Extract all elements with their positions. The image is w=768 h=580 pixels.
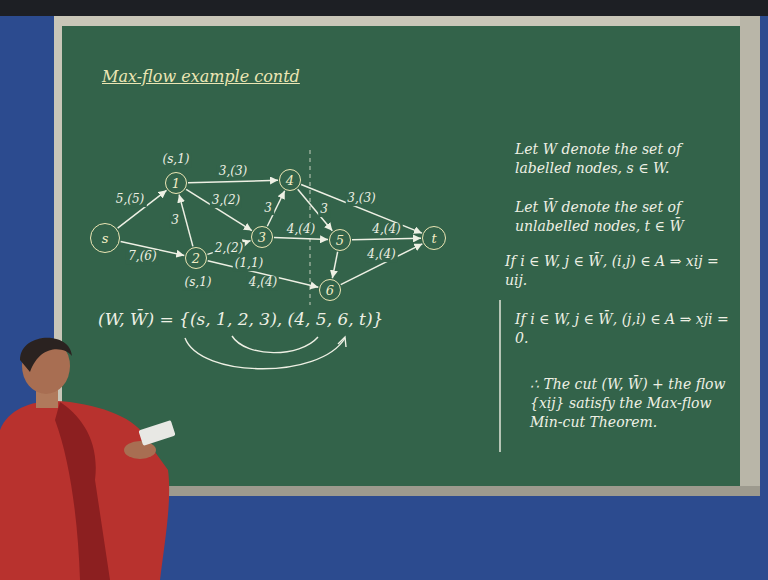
board-note: ∴ The cut (W, W̄) + the flow {xij} satis… [530,375,745,432]
capacity-flow-label: 3 [169,214,181,228]
sari [0,401,169,580]
network-node: 4 [279,169,301,191]
network-node: 3 [251,226,273,248]
capacity-flow-label: 3 [318,203,330,217]
node-name: t [431,232,436,245]
node-name: 1 [172,177,180,190]
node-name: 5 [336,234,344,247]
capacity-flow-label: 4,(4) [370,223,402,237]
chalk-arc [232,336,318,353]
capacity-flow-label: 3,(3) [217,165,249,179]
flow-arc [341,244,423,285]
hair [20,338,72,372]
flow-arc [186,189,252,230]
node-name: 2 [192,252,200,265]
chalk-arrowhead [338,337,346,347]
node-label: (s,1) [183,276,214,290]
flow-arc [352,238,421,239]
board-edge [740,16,760,494]
board-note: If i ∈ W, j ∈ W̄, (j,i) ∈ A ⇒ xji = 0. [515,310,740,348]
network-node: s [90,223,120,253]
node-label: (s,1) [161,153,192,167]
network-node: t [422,226,446,250]
node-name: 4 [286,174,294,187]
chalk-box [138,420,175,446]
flow-arc [274,237,328,239]
cut-expression: (W, W̄) = {(s, 1, 2, 3), (4, 5, 6, t)} [98,308,383,331]
node-label: (1,1) [233,257,265,271]
top-bar [0,0,768,16]
board-note: If i ∈ W, j ∈ W̄, (i,j) ∈ A ⇒ xij = uij. [505,252,745,290]
flow-arc [188,180,278,182]
sari-fold [55,402,110,580]
flow-arc [301,184,422,233]
network-node: 6 [319,279,341,301]
node-name: 6 [326,284,334,297]
flow-arc [179,195,193,247]
chalk-arc [185,338,345,369]
board-title: Max-flow example contd [102,66,300,88]
network-node: 1 [165,172,187,194]
board-note: Let W̄ denote the set of unlabelled node… [515,198,740,236]
board-note: Let W denote the set of labelled nodes, … [515,140,740,178]
capacity-flow-label: 4,(4) [247,276,279,290]
chalkboard [62,26,754,486]
capacity-flow-label: 3 [262,202,274,216]
node-name: s [102,232,109,245]
chalk-line [499,300,500,452]
board-frame [54,16,760,494]
capacity-flow-label: 7,(6) [126,251,158,265]
node-name: 3 [258,231,266,244]
capacity-flow-label: 4,(4) [365,248,397,262]
flow-arc [332,252,337,278]
hand [124,441,156,459]
lecturer-figure [0,338,176,580]
capacity-flow-label: 4,(4) [285,223,317,237]
network-node: 2 [185,247,207,269]
capacity-flow-label: 2,(2) [213,242,245,256]
capacity-flow-label: 3,(2) [210,194,242,208]
capacity-flow-label: 3,(3) [345,192,377,206]
capacity-flow-label: 5,(5) [114,193,146,207]
network-node: 5 [329,229,351,251]
